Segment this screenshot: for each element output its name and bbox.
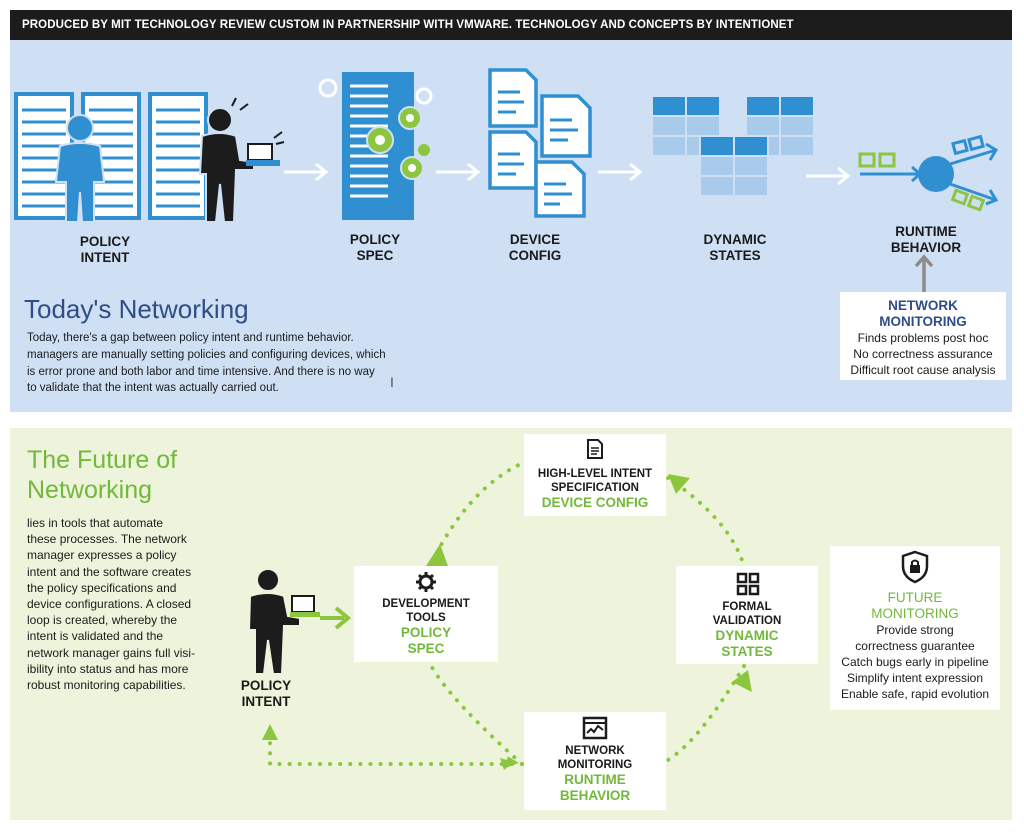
network-manager-laptop-icon <box>247 568 320 675</box>
node-network-monitoring: NETWORK MONITORING RUNTIME BEHAVIOR <box>524 712 666 810</box>
dynamic-states-blocks-icon <box>651 95 815 197</box>
arrow-up-icon <box>914 254 934 292</box>
future-monitoring-item: Simplify intent expression <box>846 671 984 685</box>
monitor-chart-icon <box>582 716 608 740</box>
future-monitoring-item: Catch bugs early in pipeline <box>841 655 989 669</box>
text-cursor-icon: I <box>390 374 394 390</box>
credits-header: PRODUCED BY MIT TECHNOLOGY REVIEW CUSTOM… <box>10 10 1012 40</box>
arrow-right-icon <box>436 162 481 182</box>
arrow-right-icon <box>598 162 643 182</box>
network-manager-laptop-icon <box>198 97 285 223</box>
runtime-behavior-icon <box>858 134 999 212</box>
network-monitoring-box: NETWORK MONITORING Finds problems post h… <box>840 292 1006 380</box>
future-monitoring-item: correctness guarantee <box>855 639 975 653</box>
monitoring-item: No correctness assurance <box>853 347 993 361</box>
network-monitoring-title: NETWORK <box>888 298 958 313</box>
grid-blocks-icon <box>736 572 760 596</box>
today-body-text: Today, there's a gap between policy inte… <box>27 332 386 395</box>
arrow-right-icon <box>284 162 329 182</box>
monitoring-item: Difficult root cause analysis <box>850 363 996 377</box>
lock-shield-icon <box>901 550 929 584</box>
future-monitoring-box: FUTURE MONITORING Provide strong correct… <box>830 546 1000 710</box>
node-high-level-intent: HIGH-LEVEL INTENT SPECIFICATION DEVICE C… <box>524 434 666 516</box>
today-heading: Today's Networking <box>24 294 249 324</box>
future-body-text: lies in tools that automate these proces… <box>27 516 196 693</box>
node-development-tools: DEVELOPMENT TOOLS POLICY SPEC <box>354 566 498 662</box>
gear-icon <box>416 572 436 592</box>
future-monitoring-item: Provide strong <box>876 623 954 637</box>
arrow-left-icon <box>503 756 519 769</box>
monitoring-item: Finds problems post hoc <box>857 331 989 345</box>
network-manager-blue-icon <box>54 114 106 223</box>
document-icon <box>587 439 603 459</box>
network-monitoring-title-2: MONITORING <box>879 314 967 329</box>
node-formal-validation: FORMAL VALIDATION DYNAMIC STATES <box>676 566 818 664</box>
future-monitoring-item: Enable safe, rapid evolution <box>840 687 990 701</box>
policy-spec-gears-icon <box>318 72 433 220</box>
device-config-documents-icon <box>488 68 592 218</box>
arrow-right-icon <box>806 166 851 186</box>
